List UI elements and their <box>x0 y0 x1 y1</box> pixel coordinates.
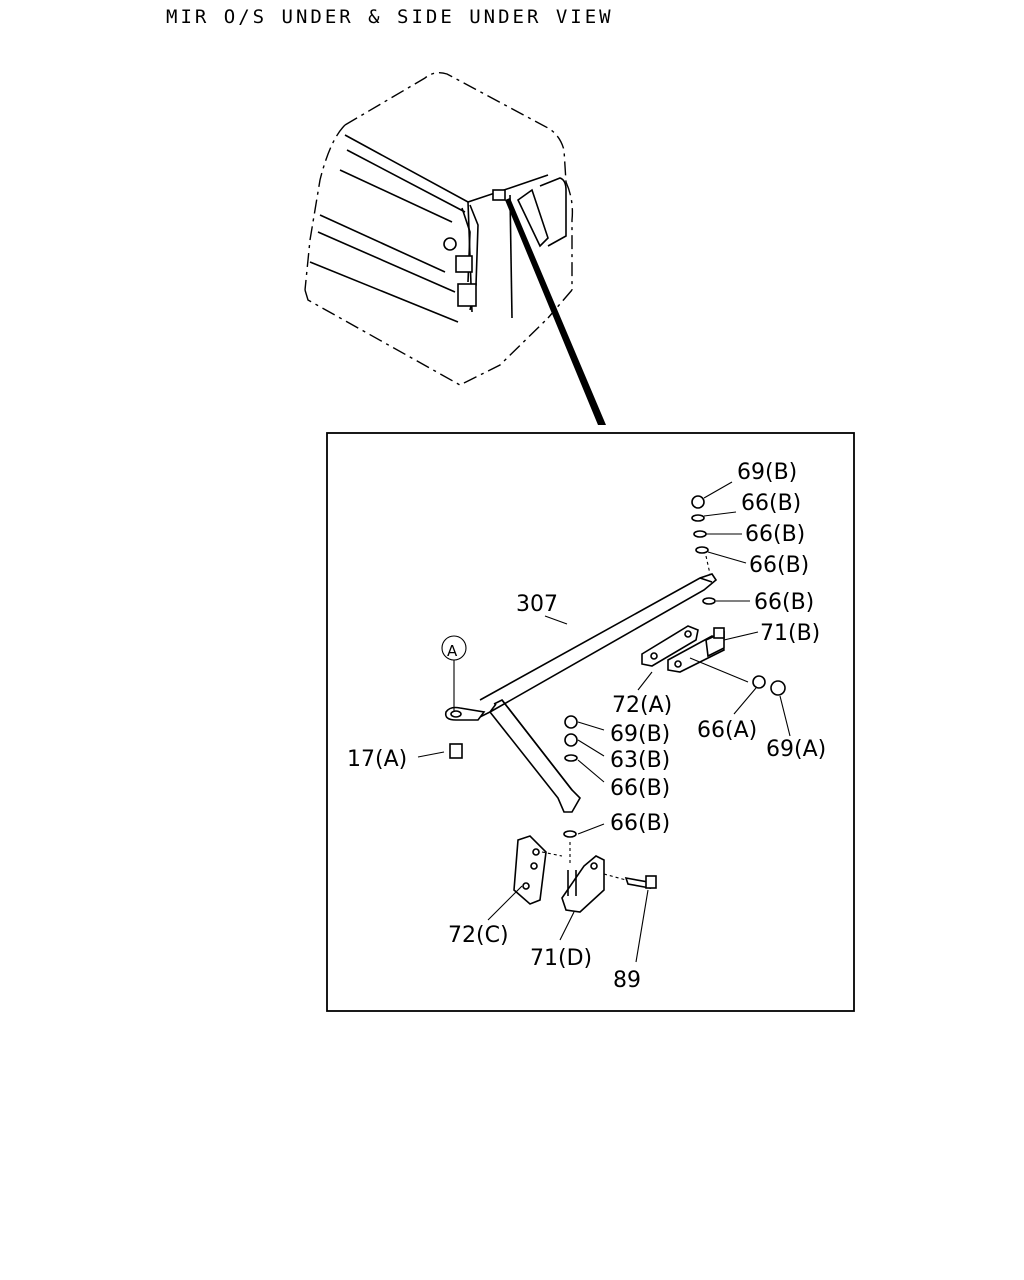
callout-66a: 66(A) <box>697 718 757 743</box>
diagram-title: MIR O/S UNDER & SIDE UNDER VIEW <box>166 6 614 28</box>
callout-66b-3: 66(B) <box>749 553 809 578</box>
callout-a-reference: A <box>447 642 458 660</box>
callout-66b-1: 66(B) <box>741 491 801 516</box>
callout-71d: 71(D) <box>530 946 592 971</box>
callout-labels: 69(B) 66(B) 66(B) 66(B) 66(B) 71(B) 307 … <box>347 460 826 993</box>
truck-cab-illustration <box>304 71 606 425</box>
callout-307: 307 <box>516 592 558 617</box>
leader-lines <box>417 481 791 963</box>
mirror-stay-assembly <box>444 495 786 913</box>
detail-frame <box>326 432 855 1012</box>
callout-66b-4: 66(B) <box>754 590 814 615</box>
callout-69b-top: 69(B) <box>737 460 797 485</box>
callout-66b-5: 66(B) <box>610 776 670 801</box>
callout-69a: 69(A) <box>766 737 826 762</box>
callout-72a: 72(A) <box>612 693 672 718</box>
callout-63b: 63(B) <box>610 748 670 773</box>
callout-69b-mid: 69(B) <box>610 722 670 747</box>
callout-66b-6: 66(B) <box>610 811 670 836</box>
callout-71b: 71(B) <box>760 621 820 646</box>
callout-72c: 72(C) <box>448 923 509 948</box>
callout-89: 89 <box>613 968 641 993</box>
callout-17a: 17(A) <box>347 747 407 772</box>
callout-66b-2: 66(B) <box>745 522 805 547</box>
